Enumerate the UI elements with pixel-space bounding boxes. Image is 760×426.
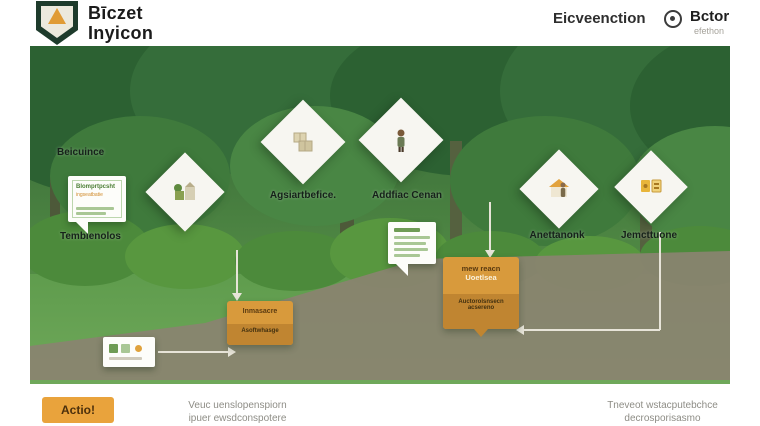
footer: Actio! Veuc uenslopenspiorn ipuer ewsdco… (0, 384, 760, 426)
footer-note-center-line1: Veuc uenslopenspiorn (188, 400, 287, 411)
diamond-marker-5 (614, 150, 688, 224)
supply-boxes-icon (293, 132, 313, 152)
label-beicuince: Beicuince (57, 147, 105, 158)
info-card-left-body: Blomprtpcsht ingseatbatie (72, 180, 122, 218)
shelter-person-icon (549, 179, 569, 197)
document-bubble-tail (396, 264, 408, 276)
brand-wordmark[interactable]: Bīczet Inyicon (88, 3, 153, 43)
document-bubble (388, 222, 436, 264)
footer-note-center-line2: ipuer ewsdconspotere (188, 413, 287, 424)
diamond-label-2: Agsiartbefice. (269, 190, 337, 201)
legend-card (103, 337, 155, 367)
orange-callout-1: Inmasacre Asoftwhasge (227, 301, 293, 345)
diamond-marker-4 (519, 149, 599, 229)
orange-callout-2: mew reacn Uoetlsea Auctorolsnsecn acsere… (443, 257, 519, 329)
callout2-line4: acsereno (467, 305, 495, 311)
arrow-line-horizontal-right (524, 329, 660, 331)
callout1-line2: Asoftwhasge (227, 324, 293, 345)
arrow-line-down-to-tag1 (236, 250, 238, 293)
legend-orange-dot-icon (135, 345, 142, 352)
legend-bar (109, 357, 142, 360)
info-card-left-title: Blomprtpcsht (76, 184, 115, 190)
diamond-marker-2 (260, 99, 346, 185)
info-card-left: Blomprtpcsht ingseatbatie (68, 176, 126, 222)
diamond-marker-1 (145, 152, 225, 232)
brand-logo-triangle-icon (48, 8, 66, 24)
info-card-left-subtitle: ingseatbatie (76, 192, 103, 198)
footer-note-right-line1: Tneveot wstacputebchce (607, 400, 718, 411)
callout1-line1: Inmasacre (242, 308, 278, 315)
arrow-line-card-to-tag1 (158, 351, 228, 353)
arrow-line-down-to-tag2 (489, 202, 491, 250)
target-circle-icon[interactable] (664, 10, 682, 28)
target-dot (670, 16, 675, 21)
footer-note-right: Tneveot wstacputebchce decrosporisasmo (580, 399, 745, 425)
orange-callout-2-tail (474, 329, 488, 337)
footer-note-right-line2: decrosporisasmo (624, 413, 701, 424)
forest-infographic: Beicuince Temblenolos Blomprtpcsht ingse… (30, 46, 730, 384)
label-temblenolos: Temblenolos (60, 231, 121, 242)
diamond-label-4: Anettanonk (529, 230, 585, 241)
arrowhead-right-icon (228, 347, 236, 357)
supplies-icon (641, 179, 662, 193)
callout2-line3: Auctorolsnsecn (458, 299, 504, 305)
diamond-marker-3 (358, 97, 444, 183)
arrow-line-vertical-right (659, 232, 661, 330)
arrowhead-down2-icon (485, 250, 495, 258)
header: Bīczet Inyicon Eicveenction Bctor efetho… (0, 0, 760, 46)
diamond-label-5: Jemcttuone (620, 230, 678, 241)
arrowhead-left-icon (516, 325, 524, 335)
arrowhead-down-icon (232, 293, 242, 301)
footer-note-center: Veuc uenslopenspiorn ipuer ewsdconspoter… (140, 399, 335, 425)
callout2-line2: Uoetlsea (465, 273, 497, 282)
legend-green-icon (109, 344, 118, 353)
callout2-line1: mew reacn (461, 264, 501, 273)
facility-icon (174, 182, 195, 200)
diamond-label-3: Addfiac Cenan (371, 190, 442, 201)
person-icon (397, 129, 405, 152)
brand-logo-shield-icon[interactable] (36, 1, 78, 45)
legend-lightgreen-icon (121, 344, 130, 353)
brand-line1: Bīczet (88, 3, 143, 23)
document-heading-bar (394, 228, 420, 232)
info-card-left-tail (76, 222, 88, 234)
nav-item-eicveenction[interactable]: Eicveenction (553, 10, 646, 27)
nav-subtitle: efethon (694, 26, 725, 36)
brand-line2: Inyicon (88, 23, 154, 43)
action-button[interactable]: Actio! (42, 397, 114, 423)
nav-item-bctor[interactable]: Bctor (690, 8, 730, 25)
